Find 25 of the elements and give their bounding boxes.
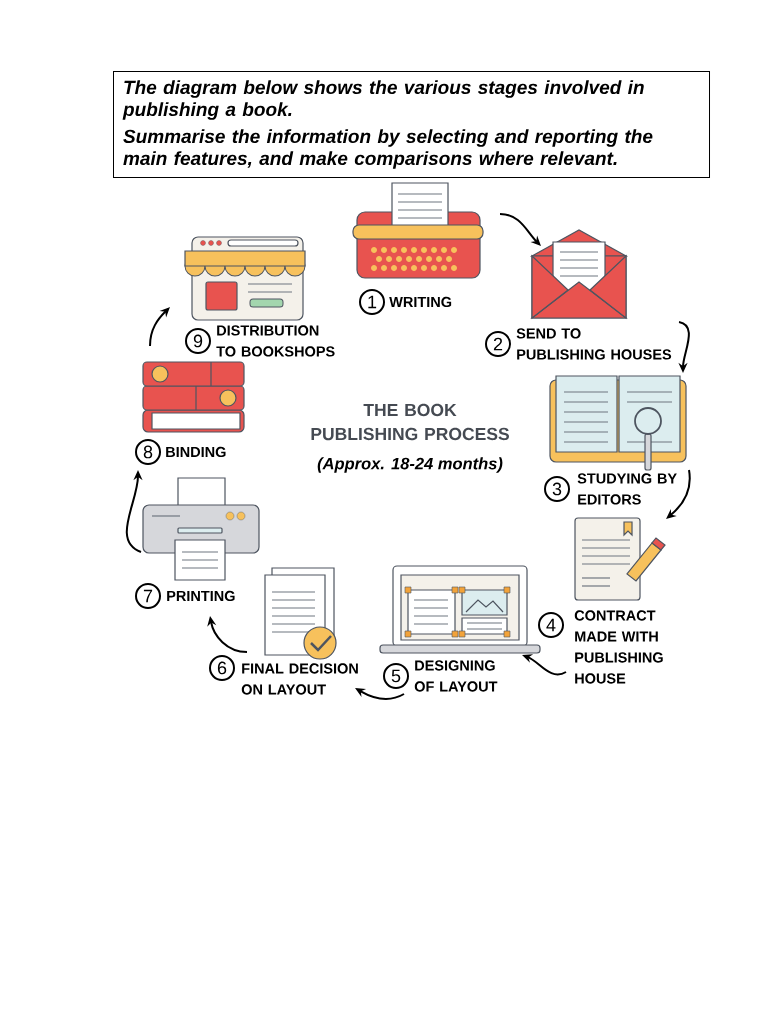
step-number: 9 (185, 328, 211, 354)
step-number: 6 (209, 655, 235, 681)
arrow (355, 688, 405, 700)
step-number: 7 (135, 583, 161, 609)
step-label: WRITING (389, 296, 452, 308)
step-number: 8 (135, 439, 161, 465)
step-label: PRINTING (167, 590, 235, 602)
step-label: DESIGNING OF LAYOUT (414, 660, 498, 692)
arrow (149, 307, 170, 347)
step-number: 3 (544, 476, 570, 502)
diagram-title: THE BOOK PUBLISHING PROCESS (311, 403, 509, 441)
step-label: FINAL DECISION ON LAYOUT (241, 663, 358, 695)
arrow (499, 213, 541, 246)
step-number: 4 (538, 612, 564, 638)
step-label: STUDYING BY EDITORS (577, 473, 677, 505)
step-number: 2 (485, 331, 511, 357)
step-label: DISTRIBUTION TO BOOKSHOPS (216, 325, 335, 357)
question-box: The diagram below shows the various stages involved in publishing a book. Summarise the information by selecting and reporting the main features, and make comparisons where relevant. (113, 71, 710, 178)
step-label: BINDING (166, 446, 226, 458)
step-label: SEND TO PUBLISHING HOUSES (516, 328, 672, 360)
step-number: 1 (359, 289, 385, 315)
step-number: 5 (383, 663, 409, 689)
duration-note: (Approx. 18-24 months) (317, 457, 503, 473)
arrow (666, 469, 691, 519)
step-label: CONTRACT MADE WITH PUBLISHING HOUSE (574, 610, 663, 684)
